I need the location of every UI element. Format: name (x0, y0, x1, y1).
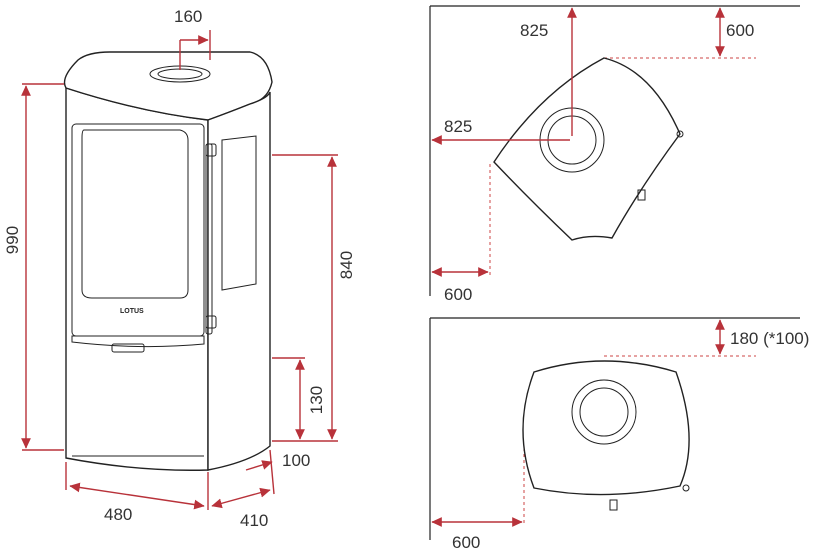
handle-bottom (205, 315, 217, 329)
stove-top (63, 51, 273, 121)
corner-installation-view: 825 825 600 600 (429, 5, 800, 304)
dim-connector-height: 840 (337, 251, 356, 279)
side-window (221, 135, 257, 291)
flue-outer-wall (571, 379, 637, 445)
dim-total-height: 990 (3, 226, 22, 254)
dim-corner-side-clearance: 600 (444, 285, 472, 304)
dim-width: 480 (104, 505, 132, 524)
dim-flue-to-back: 825 (520, 21, 548, 40)
stove-side (207, 91, 271, 471)
ash-drawer-handle[interactable] (111, 343, 145, 353)
dim-air-inlet-offset: 100 (282, 451, 310, 470)
dim-corner-back-clearance: 600 (726, 21, 754, 40)
dim-wall-back-clearance: 180 (*100) (730, 329, 809, 348)
rear-fitting-wall (609, 499, 618, 511)
door-glass (81, 129, 189, 299)
handle-top (205, 143, 217, 157)
stove-top-outline-corner (493, 57, 681, 241)
dim-wall-side-clearance: 600 (452, 533, 480, 551)
stove-top-outline-wall (522, 360, 690, 496)
front-view: LOTUS 160 990 840 130 100 (3, 7, 356, 530)
stove-body (65, 87, 209, 471)
wall-installation-view: 180 (*100) 600 (429, 317, 809, 551)
dim-flue-offset: 160 (174, 7, 202, 26)
handle-knob-corner (676, 130, 684, 138)
brand-logo: LOTUS (120, 308, 144, 315)
dim-air-inlet-height: 130 (307, 386, 326, 414)
dim-flue-to-side: 825 (444, 117, 472, 136)
flue-inner-wall (579, 387, 629, 437)
dim-depth: 410 (240, 511, 268, 530)
handle-knob-wall (682, 484, 690, 492)
rear-fitting-corner (637, 189, 646, 201)
